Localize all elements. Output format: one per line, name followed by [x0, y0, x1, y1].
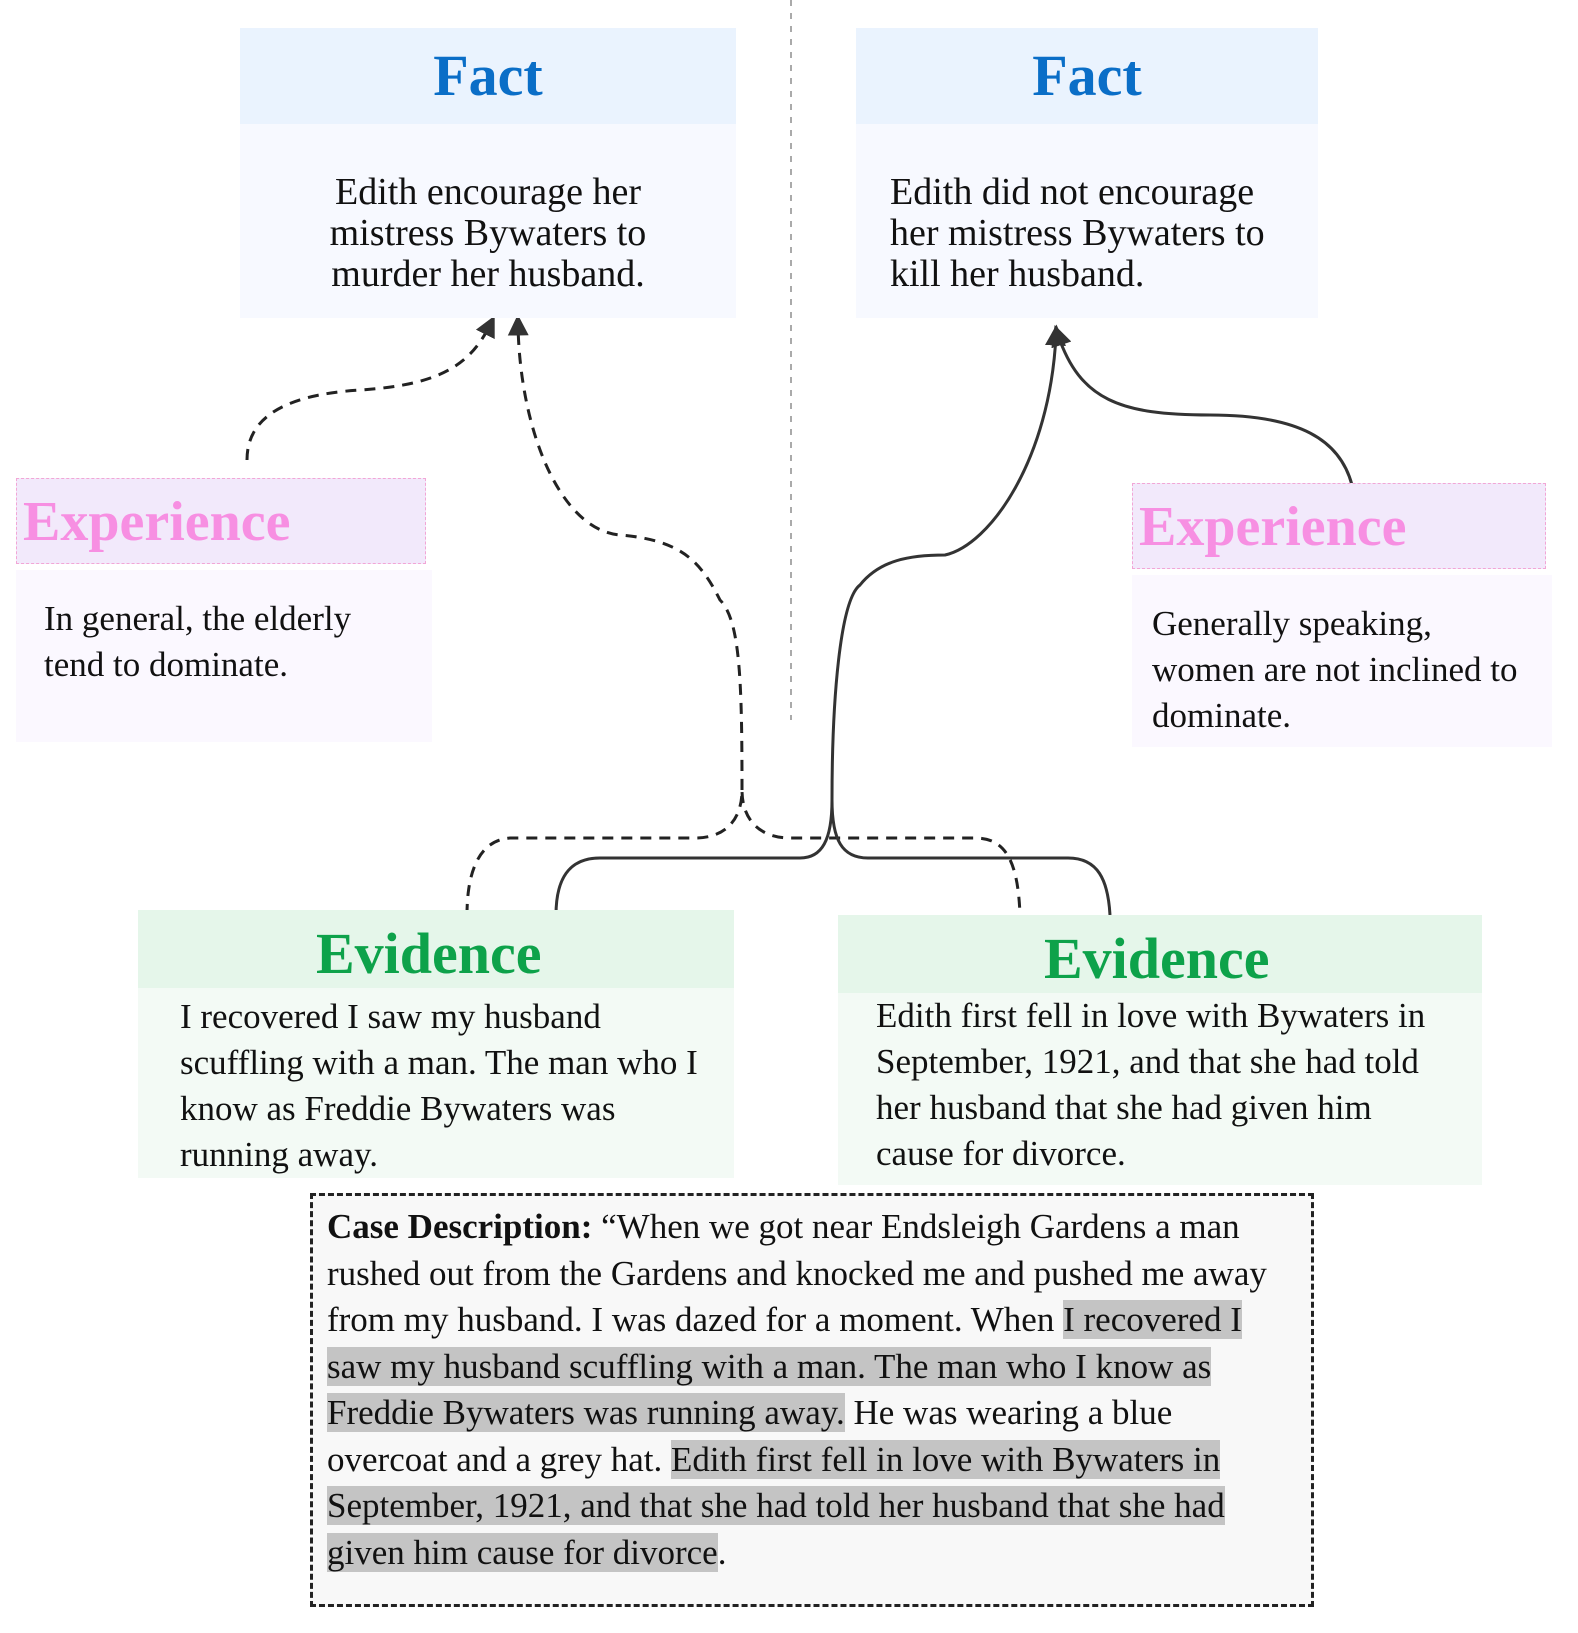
left-evidence-text-span: I recovered I saw my husband scuffling w… — [180, 997, 698, 1174]
left-experience-text: In general, the elderly tend to dominate… — [16, 570, 432, 742]
left-fact-text: Edith encourage her mistress Bywaters to… — [240, 124, 736, 318]
left-experience-box: Experience In general, the elderly tend … — [16, 478, 432, 742]
left-evidence-arrow — [507, 314, 744, 791]
right-evidence-title: Evidence — [838, 915, 1482, 993]
left-fact-text-span: Edith encourage her mistress Bywaters to… — [329, 171, 647, 295]
left-experience-text-span: In general, the elderly tend to dominate… — [44, 599, 352, 684]
left-experience-arrow — [245, 315, 495, 461]
right-evidence-text-span: Edith first fell in love with Bywaters i… — [876, 996, 1426, 1173]
right-evidence-text: Edith first fell in love with Bywaters i… — [838, 993, 1482, 1185]
right-evidence-brace — [554, 799, 1112, 916]
right-fact-text-span: Edith did not encourage her mistress Byw… — [890, 171, 1265, 295]
case-text-part1: “When we got near Endsleigh Gardens a ma… — [327, 1207, 1267, 1339]
right-evidence-arrow — [830, 324, 1066, 801]
case-text-part2: He was wearing a blue overcoat and a gre… — [327, 1393, 1173, 1479]
left-fact-title: Fact — [240, 28, 736, 124]
right-experience-title: Experience — [1132, 483, 1546, 569]
right-experience-text-span: Generally speaking, women are not inclin… — [1152, 604, 1518, 735]
left-fact-box: Fact Edith encourage her mistress Bywate… — [240, 28, 736, 318]
right-experience-text: Generally speaking, women are not inclin… — [1132, 575, 1552, 747]
left-experience-title: Experience — [16, 478, 426, 564]
left-evidence-box: Evidence I recovered I saw my husband sc… — [138, 910, 734, 1178]
right-evidence-box: Evidence Edith first fell in love with B… — [838, 915, 1482, 1185]
case-description-label: Case Description: — [327, 1207, 593, 1246]
case-text-part3: . — [717, 1532, 727, 1572]
left-evidence-title: Evidence — [138, 910, 734, 988]
right-fact-text: Edith did not encourage her mistress Byw… — [856, 124, 1318, 318]
right-fact-box: Fact Edith did not encourage her mistres… — [856, 28, 1318, 318]
left-evidence-brace — [465, 789, 1022, 916]
left-evidence-text: I recovered I saw my husband scuffling w… — [138, 988, 734, 1178]
case-description-box: Case Description: “When we got near Ends… — [310, 1193, 1314, 1607]
right-fact-title: Fact — [856, 28, 1318, 124]
right-experience-arrow — [1051, 325, 1354, 486]
right-experience-box: Experience Generally speaking, women are… — [1132, 483, 1552, 747]
